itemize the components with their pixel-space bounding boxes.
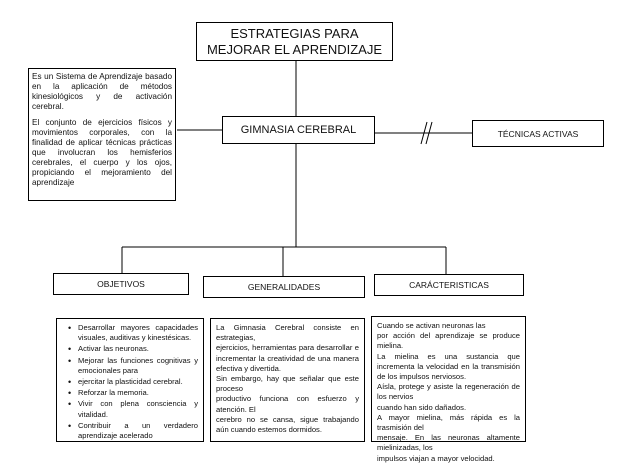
text-line: mensaje. En las neuronas altamente mieli… [377, 433, 520, 453]
text-line: ejercicios, herramientas para desarrolla… [216, 343, 359, 373]
generalidades-text-box: La Gimnasia Cerebral consiste en estrate… [210, 318, 365, 442]
list-item: Mejorar las funciones cognitivas y emoci… [68, 356, 198, 376]
text-line: cerebro no se cansa, sigue trabajando aú… [216, 414, 359, 435]
caracteristicas-node: CARÁCTERISTICAS [374, 274, 524, 296]
text-line: productivo funciona con esfuerzo y atenc… [216, 394, 359, 414]
definition-paragraph-1: Es un Sistema de Aprendizaje basado en l… [32, 72, 172, 111]
text-line: A mayor mielina, más rápida es la trasmi… [377, 412, 520, 433]
list-item: Reforzar la memoria. [68, 388, 198, 398]
list-item: Desarrollar mayores capacidades visuales… [68, 323, 198, 343]
list-item: Activar las neuronas. [68, 344, 198, 354]
title-line-1: ESTRATEGIAS PARA [230, 25, 359, 41]
caracteristicas-text-box: Cuando se activan neuronas las por acció… [371, 316, 526, 463]
connector-lines [121, 61, 472, 276]
definition-paragraph-2: El conjunto de ejercicios físicos y movi… [32, 118, 172, 187]
text-line: Cuando se activan neuronas las [377, 321, 486, 330]
title-box: ESTRATEGIAS PARA MEJORAR EL APRENDIZAJE [196, 22, 393, 61]
text-line: por acción del aprendizaje se produce mi… [377, 331, 520, 351]
list-item: ejercitar la plasticidad cerebral. [68, 377, 198, 387]
generalidades-node: GENERALIDADES [203, 276, 365, 298]
objetivos-node: OBJETIVOS [53, 273, 189, 295]
text-line: Sin embargo, hay que señalar que este pr… [216, 374, 359, 394]
objetivos-list: Desarrollar mayores capacidades visuales… [62, 323, 198, 441]
text-line: Aísla, protege y asiste la regeneración … [377, 382, 520, 402]
text-line: La Gimnasia Cerebral consiste en estrate… [216, 323, 359, 343]
list-item: Vivir con plena consciencia y vitalidad. [68, 399, 198, 419]
gimnasia-cerebral-node: GIMNASIA CEREBRAL [222, 116, 375, 144]
double-slash-mark [420, 121, 428, 145]
text-line: cuando han sido dañados. [377, 402, 467, 412]
definition-note: Es un Sistema de Aprendizaje basado en l… [28, 68, 176, 201]
tecnicas-activas-node: TÉCNICAS ACTIVAS [472, 120, 604, 147]
list-item: Contribuir a un verdadero aprendizaje ac… [68, 421, 198, 441]
text-line: impulsos viajan a mayor velocidad. [377, 453, 495, 463]
objetivos-list-box: Desarrollar mayores capacidades visuales… [56, 318, 204, 442]
double-slash-mark [425, 121, 433, 145]
text-line: La mielina es una sustancia que incremen… [377, 351, 520, 382]
title-line-2: MEJORAR EL APRENDIZAJE [206, 41, 383, 57]
